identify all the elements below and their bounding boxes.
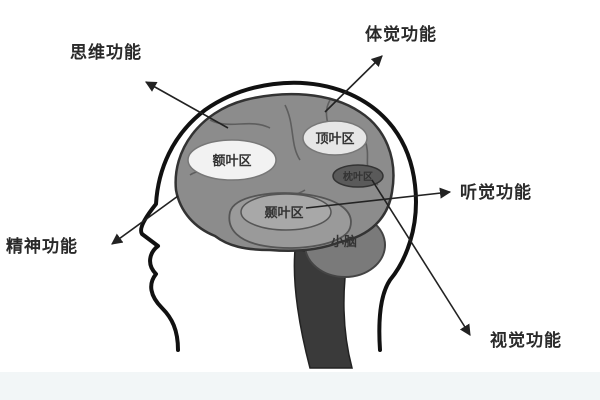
arrow-visual [371, 179, 471, 336]
label-somatic: 体觉功能 [365, 24, 437, 45]
occipital-label: 枕叶区 [343, 170, 373, 183]
frontal-oval [187, 139, 277, 181]
label-visual: 视觉功能 [490, 330, 562, 351]
label-auditory: 听觉功能 [460, 182, 532, 203]
frontal-label: 额叶区 [212, 153, 251, 169]
temporal-label: 颞叶区 [263, 206, 303, 221]
parietal-oval [302, 120, 368, 156]
temporal-oval [240, 193, 332, 231]
arrow-thinking [145, 81, 229, 129]
bottom-strip [0, 372, 600, 400]
head-outline [139, 80, 418, 352]
occipital-oval [332, 164, 384, 188]
label-thinking: 思维功能 [70, 42, 142, 63]
label-mental: 精神功能 [6, 236, 78, 257]
parietal-label: 顶叶区 [315, 132, 354, 147]
cerebellum-label: 小脑 [331, 234, 357, 250]
arrow-mental [111, 195, 179, 245]
arrow-somatic [324, 55, 383, 113]
arrow-auditory [305, 187, 452, 209]
brain-stem [293, 249, 353, 369]
